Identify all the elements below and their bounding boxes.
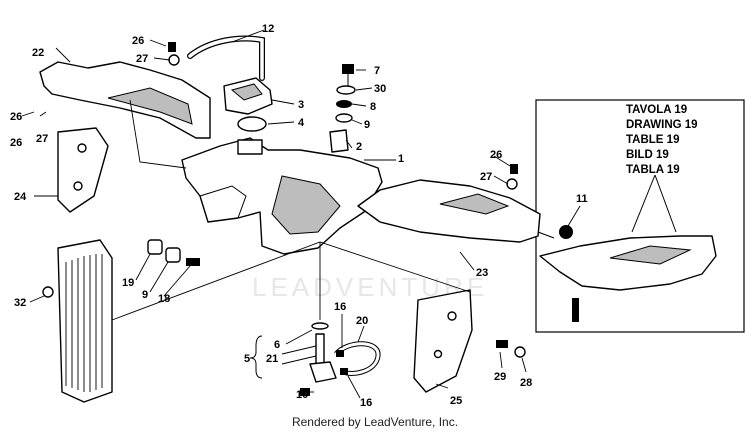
label-12: 12 — [262, 23, 274, 35]
label-26-left: 26 — [10, 111, 22, 123]
label-16-bottom: 16 — [360, 397, 372, 409]
label-26-left-b: 26 — [10, 137, 22, 149]
label-1: 1 — [398, 153, 404, 165]
label-27-top: 27 — [136, 53, 148, 65]
label-18: 18 — [158, 293, 170, 305]
label-29: 29 — [494, 371, 506, 383]
part-24-left-side-panel — [57, 127, 109, 213]
label-6: 6 — [274, 339, 280, 351]
reference-link-arrow — [537, 231, 555, 239]
part-4-cap-gasket — [237, 116, 267, 132]
label-10: 10 — [296, 389, 308, 401]
label-8: 8 — [370, 101, 376, 113]
part-18-bolt — [186, 258, 200, 266]
label-28: 28 — [520, 377, 532, 389]
part-2-grommet — [329, 129, 349, 153]
label-5: 5 — [244, 353, 250, 365]
part-5-brace — [249, 335, 263, 379]
label-20: 20 — [356, 315, 368, 327]
part-32-radiator — [42, 239, 113, 403]
part-number-labels: 22 26 27 12 3 4 7 30 8 9 2 1 26 26 27 24… — [10, 23, 588, 409]
label-23: 23 — [476, 267, 488, 279]
label-27-right: 27 — [480, 171, 492, 183]
part-29-28-screws — [496, 340, 526, 358]
label-26-right: 26 — [490, 149, 502, 161]
part-30-washer — [336, 85, 356, 95]
part-9-spacer — [335, 113, 353, 123]
reference-box-titles: TAVOLA 19 DRAWING 19 TABLE 19 BILD 19 TA… — [626, 104, 698, 176]
reference-pointer — [631, 174, 677, 233]
label-16-top: 16 — [334, 301, 346, 313]
part-8-rubber — [336, 100, 352, 108]
part-26-27-right-bolt — [506, 164, 518, 190]
label-9-top: 9 — [364, 119, 370, 131]
label-21: 21 — [266, 353, 278, 365]
label-3: 3 — [298, 99, 304, 111]
label-25: 25 — [450, 395, 462, 407]
part-25-right-side-panel — [413, 289, 473, 393]
ref-title-drawing: DRAWING 19 — [626, 119, 698, 131]
ref-title-bild: BILD 19 — [626, 149, 669, 161]
label-2: 2 — [356, 141, 362, 153]
label-27-left: 27 — [36, 133, 48, 145]
part-9-spacer-lower — [165, 247, 181, 263]
leader-lines — [21, 29, 581, 399]
label-24: 24 — [14, 191, 27, 203]
footer-credit: Rendered by LeadVenture, Inc. — [291, 415, 459, 429]
part-26-27-top-bolt — [168, 42, 180, 66]
part-5-fuel-tap — [300, 322, 381, 396]
ref-title-table: TABLE 19 — [626, 134, 679, 146]
label-4: 4 — [298, 117, 305, 129]
part-12-breather-hose — [187, 35, 265, 81]
reference-panel-19 — [539, 225, 717, 322]
label-22: 22 — [32, 47, 44, 59]
label-7: 7 — [374, 65, 380, 77]
part-22-upper-spoiler — [39, 61, 211, 139]
label-32: 32 — [14, 297, 26, 309]
part-7-bolt — [342, 64, 354, 86]
label-26-top: 26 — [132, 35, 144, 47]
part-23-right-spoiler — [357, 179, 541, 243]
ref-title-tavola: TAVOLA 19 — [626, 104, 687, 116]
label-30: 30 — [374, 83, 386, 95]
label-11: 11 — [576, 193, 588, 205]
part-19-bushing — [147, 239, 163, 255]
ref-title-tabla: TABLA 19 — [626, 164, 680, 176]
label-19: 19 — [122, 277, 134, 289]
part-3-fuel-cap — [223, 77, 273, 115]
part-1-fuel-tank — [181, 137, 383, 255]
label-9-lower: 9 — [142, 289, 148, 301]
